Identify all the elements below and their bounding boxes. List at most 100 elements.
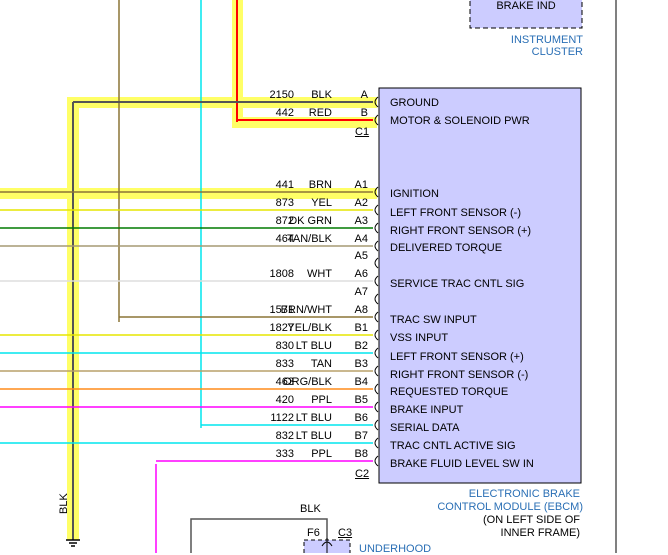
pin-arc-b2 <box>374 347 379 359</box>
pin-arc-b <box>374 114 379 126</box>
pin-connectors <box>374 96 379 467</box>
pin-id: A1 <box>354 179 368 191</box>
pin-id: B5 <box>354 394 368 406</box>
wire-color-label: BRN <box>308 179 332 191</box>
pin-id: A8 <box>354 304 368 316</box>
wires <box>0 101 373 462</box>
pin-function: TRAC CNTL ACTIVE SIG <box>390 440 516 452</box>
wire-color-label: BRN/WHT <box>280 304 332 316</box>
ebcm-caption-4: INNER FRAME) <box>500 527 580 539</box>
pin-id: B <box>360 107 368 119</box>
circuit-number: 1808 <box>269 268 294 280</box>
pin-arc-a5 <box>374 257 379 269</box>
pin-arc-a4 <box>374 240 379 252</box>
pin-function: BRAKE FLUID LEVEL SW IN <box>390 458 534 470</box>
pin-id: A4 <box>354 233 368 245</box>
highlight-ignition <box>0 188 377 199</box>
pin-function: LEFT FRONT SENSOR (+) <box>390 351 524 363</box>
pin-function: IGNITION <box>390 188 439 200</box>
circuit-number: 464 <box>275 233 294 245</box>
instrument-caption-2: CLUSTER <box>531 46 583 58</box>
pin-function: VSS INPUT <box>390 332 449 344</box>
pin-arc-a8 <box>374 311 379 323</box>
pin-id: A <box>360 89 368 101</box>
circuit-number: 872 <box>275 215 294 227</box>
circuit-number: 333 <box>275 448 294 460</box>
wire-color-label: PPL <box>311 448 332 460</box>
ebcm-caption-2: CONTROL MODULE (EBCM) <box>437 501 583 513</box>
pin-id: A2 <box>354 197 368 209</box>
brake-ind-label: BRAKE IND <box>496 0 556 12</box>
wire-color-label: LT BLU <box>295 430 332 442</box>
circuit-number: 832 <box>275 430 294 442</box>
pin-id: A6 <box>354 268 368 280</box>
pin-arc-a3 <box>374 222 379 234</box>
pin-arc-a7 <box>374 293 379 305</box>
highlight-red-horizontal <box>232 117 377 128</box>
pin-id: B6 <box>354 412 368 424</box>
connector-c1-label: C1 <box>355 126 370 138</box>
circuit-number: 833 <box>275 358 294 370</box>
pin-arc-b3 <box>374 365 379 377</box>
wire-color-label: RED <box>308 107 332 119</box>
circuit-number: 1827 <box>269 322 294 334</box>
pin-arc-a2 <box>374 204 379 216</box>
pin-id: B3 <box>354 358 368 370</box>
pin-id: B8 <box>354 448 368 460</box>
wire-color-label: BLK <box>311 89 332 101</box>
pin-function: BRAKE INPUT <box>390 404 464 416</box>
underhood-wire-color: BLK <box>300 503 321 515</box>
circuit-number: 2150 <box>269 89 294 101</box>
pin-function: MOTOR & SOLENOID PWR <box>390 115 530 127</box>
pin-arc-b8 <box>374 455 379 467</box>
circuit-number: 1122 <box>270 412 294 424</box>
pin-id: A7 <box>354 286 368 298</box>
underhood-label: UNDERHOOD <box>359 543 432 555</box>
underhood-fuse-block <box>190 518 351 553</box>
brake-ind-box <box>469 0 583 29</box>
pin-id: B2 <box>354 340 368 352</box>
wire-color-label: TAN <box>310 358 332 370</box>
wire-color-label: WHT <box>306 268 332 280</box>
circuit-number: 1571 <box>269 304 294 316</box>
wire-color-label: YEL/BLK <box>287 322 332 334</box>
ebcm-caption-3: (ON LEFT SIDE OF <box>483 514 580 526</box>
circuit-number: 420 <box>275 394 294 406</box>
underhood-fuse: F6 <box>307 527 320 539</box>
circuit-number: 442 <box>275 107 294 119</box>
pin-function: RIGHT FRONT SENSOR (-) <box>390 369 529 381</box>
pin-function: SERIAL DATA <box>390 422 460 434</box>
pin-function: TRAC SW INPUT <box>390 314 477 326</box>
ground-wire-label: BLK <box>58 493 70 514</box>
wire-color-label: LT BLU <box>295 412 332 424</box>
instrument-cluster <box>469 0 583 29</box>
pin-arc-a <box>374 96 379 108</box>
connector-c2-label: C2 <box>355 468 370 480</box>
ground-symbol <box>66 539 80 547</box>
pin-id: B1 <box>354 322 368 334</box>
pin-arc-b7 <box>374 437 379 449</box>
ebcm-module-box <box>378 87 582 484</box>
pin-arc-b4 <box>374 383 379 395</box>
ebcm-caption-1: ELECTRONIC BRAKE <box>468 488 580 500</box>
pin-function: LEFT FRONT SENSOR (-) <box>390 207 521 219</box>
wire-color-label: YEL <box>311 197 332 209</box>
pin-id: A5 <box>354 250 368 262</box>
pin-arc-b1 <box>374 329 379 341</box>
wire-color-label: DK GRN <box>289 215 332 227</box>
pin-function: SERVICE TRAC CNTL SIG <box>390 278 525 290</box>
pin-id: B4 <box>354 376 368 388</box>
pin-function: DELIVERED TORQUE <box>390 242 503 254</box>
pin-arc-b5 <box>374 401 379 413</box>
circuit-number: 463 <box>275 376 294 388</box>
pin-function: GROUND <box>390 97 439 109</box>
pin-arc-b6 <box>374 419 379 431</box>
wire-color-label: LT BLU <box>295 340 332 352</box>
pin-arc-a1 <box>374 186 379 198</box>
pin-function: RIGHT FRONT SENSOR (+) <box>390 225 532 237</box>
circuit-number: 830 <box>275 340 294 352</box>
wire-color-label: PPL <box>311 394 332 406</box>
pin-id: B7 <box>354 430 368 442</box>
pin-arc-a6 <box>374 275 379 287</box>
